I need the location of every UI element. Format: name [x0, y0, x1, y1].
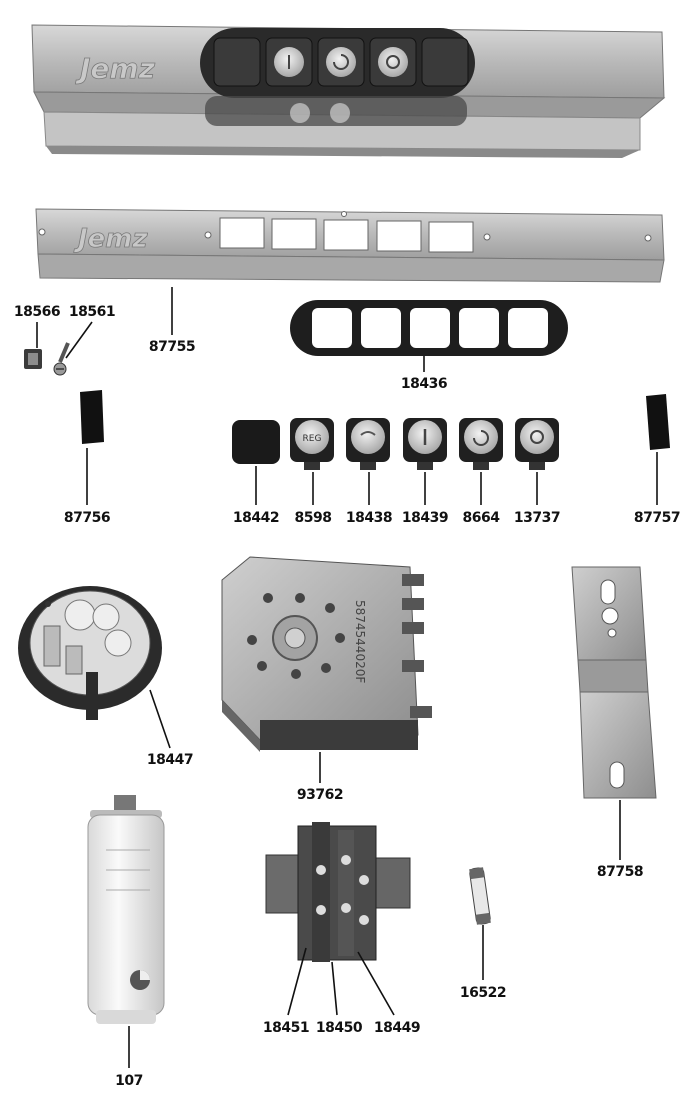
clip-nut [24, 349, 42, 369]
button-temperature [346, 418, 390, 470]
label-8598: 8598 [294, 510, 332, 526]
blank-button [232, 420, 280, 464]
timer-code: 5874544020F [353, 600, 367, 683]
button-on-off [403, 418, 447, 470]
program-timer: 5874544020F [221, 556, 432, 752]
button-cycle [459, 418, 503, 470]
pressure-switch [18, 586, 162, 720]
screw [53, 342, 70, 376]
label-18561: 18561 [68, 304, 116, 320]
fuse [469, 867, 491, 925]
label-8664: 8664 [462, 510, 500, 526]
label-87755: 87755 [148, 339, 196, 355]
brand-embossing-plate: Jemz [73, 224, 148, 254]
label-18439: 18439 [401, 510, 449, 526]
control-panel-assembly: Jemz [31, 24, 666, 158]
label-87757: 87757 [633, 510, 681, 526]
capacitor [87, 795, 165, 1024]
label-18566: 18566 [13, 304, 61, 320]
label-16522: 16522 [459, 985, 507, 1001]
leader-lines [36, 287, 658, 1068]
label-18438: 18438 [345, 510, 393, 526]
label-87756: 87756 [63, 510, 111, 526]
end-cap-right [646, 394, 670, 450]
button-reg: REG [290, 418, 334, 470]
mounting-bracket [571, 566, 657, 799]
label-13737: 13737 [513, 510, 561, 526]
brand-embossing: Jemz [75, 52, 156, 85]
label-18442: 18442 [232, 510, 280, 526]
label-18450: 18450 [315, 1020, 363, 1036]
terminal-block [265, 822, 411, 962]
button-start [515, 418, 559, 470]
end-cap-left [80, 390, 104, 444]
gasket-frame [290, 300, 568, 356]
label-18447: 18447 [146, 752, 194, 768]
label-107: 107 [115, 1073, 143, 1089]
panel-plate: Jemz [35, 208, 665, 283]
label-93762: 93762 [296, 787, 344, 803]
label-18436: 18436 [400, 376, 448, 392]
label-87758: 87758 [596, 864, 644, 880]
button-reg-label: REG [303, 434, 322, 444]
label-18449: 18449 [373, 1020, 421, 1036]
label-18451: 18451 [262, 1020, 310, 1036]
